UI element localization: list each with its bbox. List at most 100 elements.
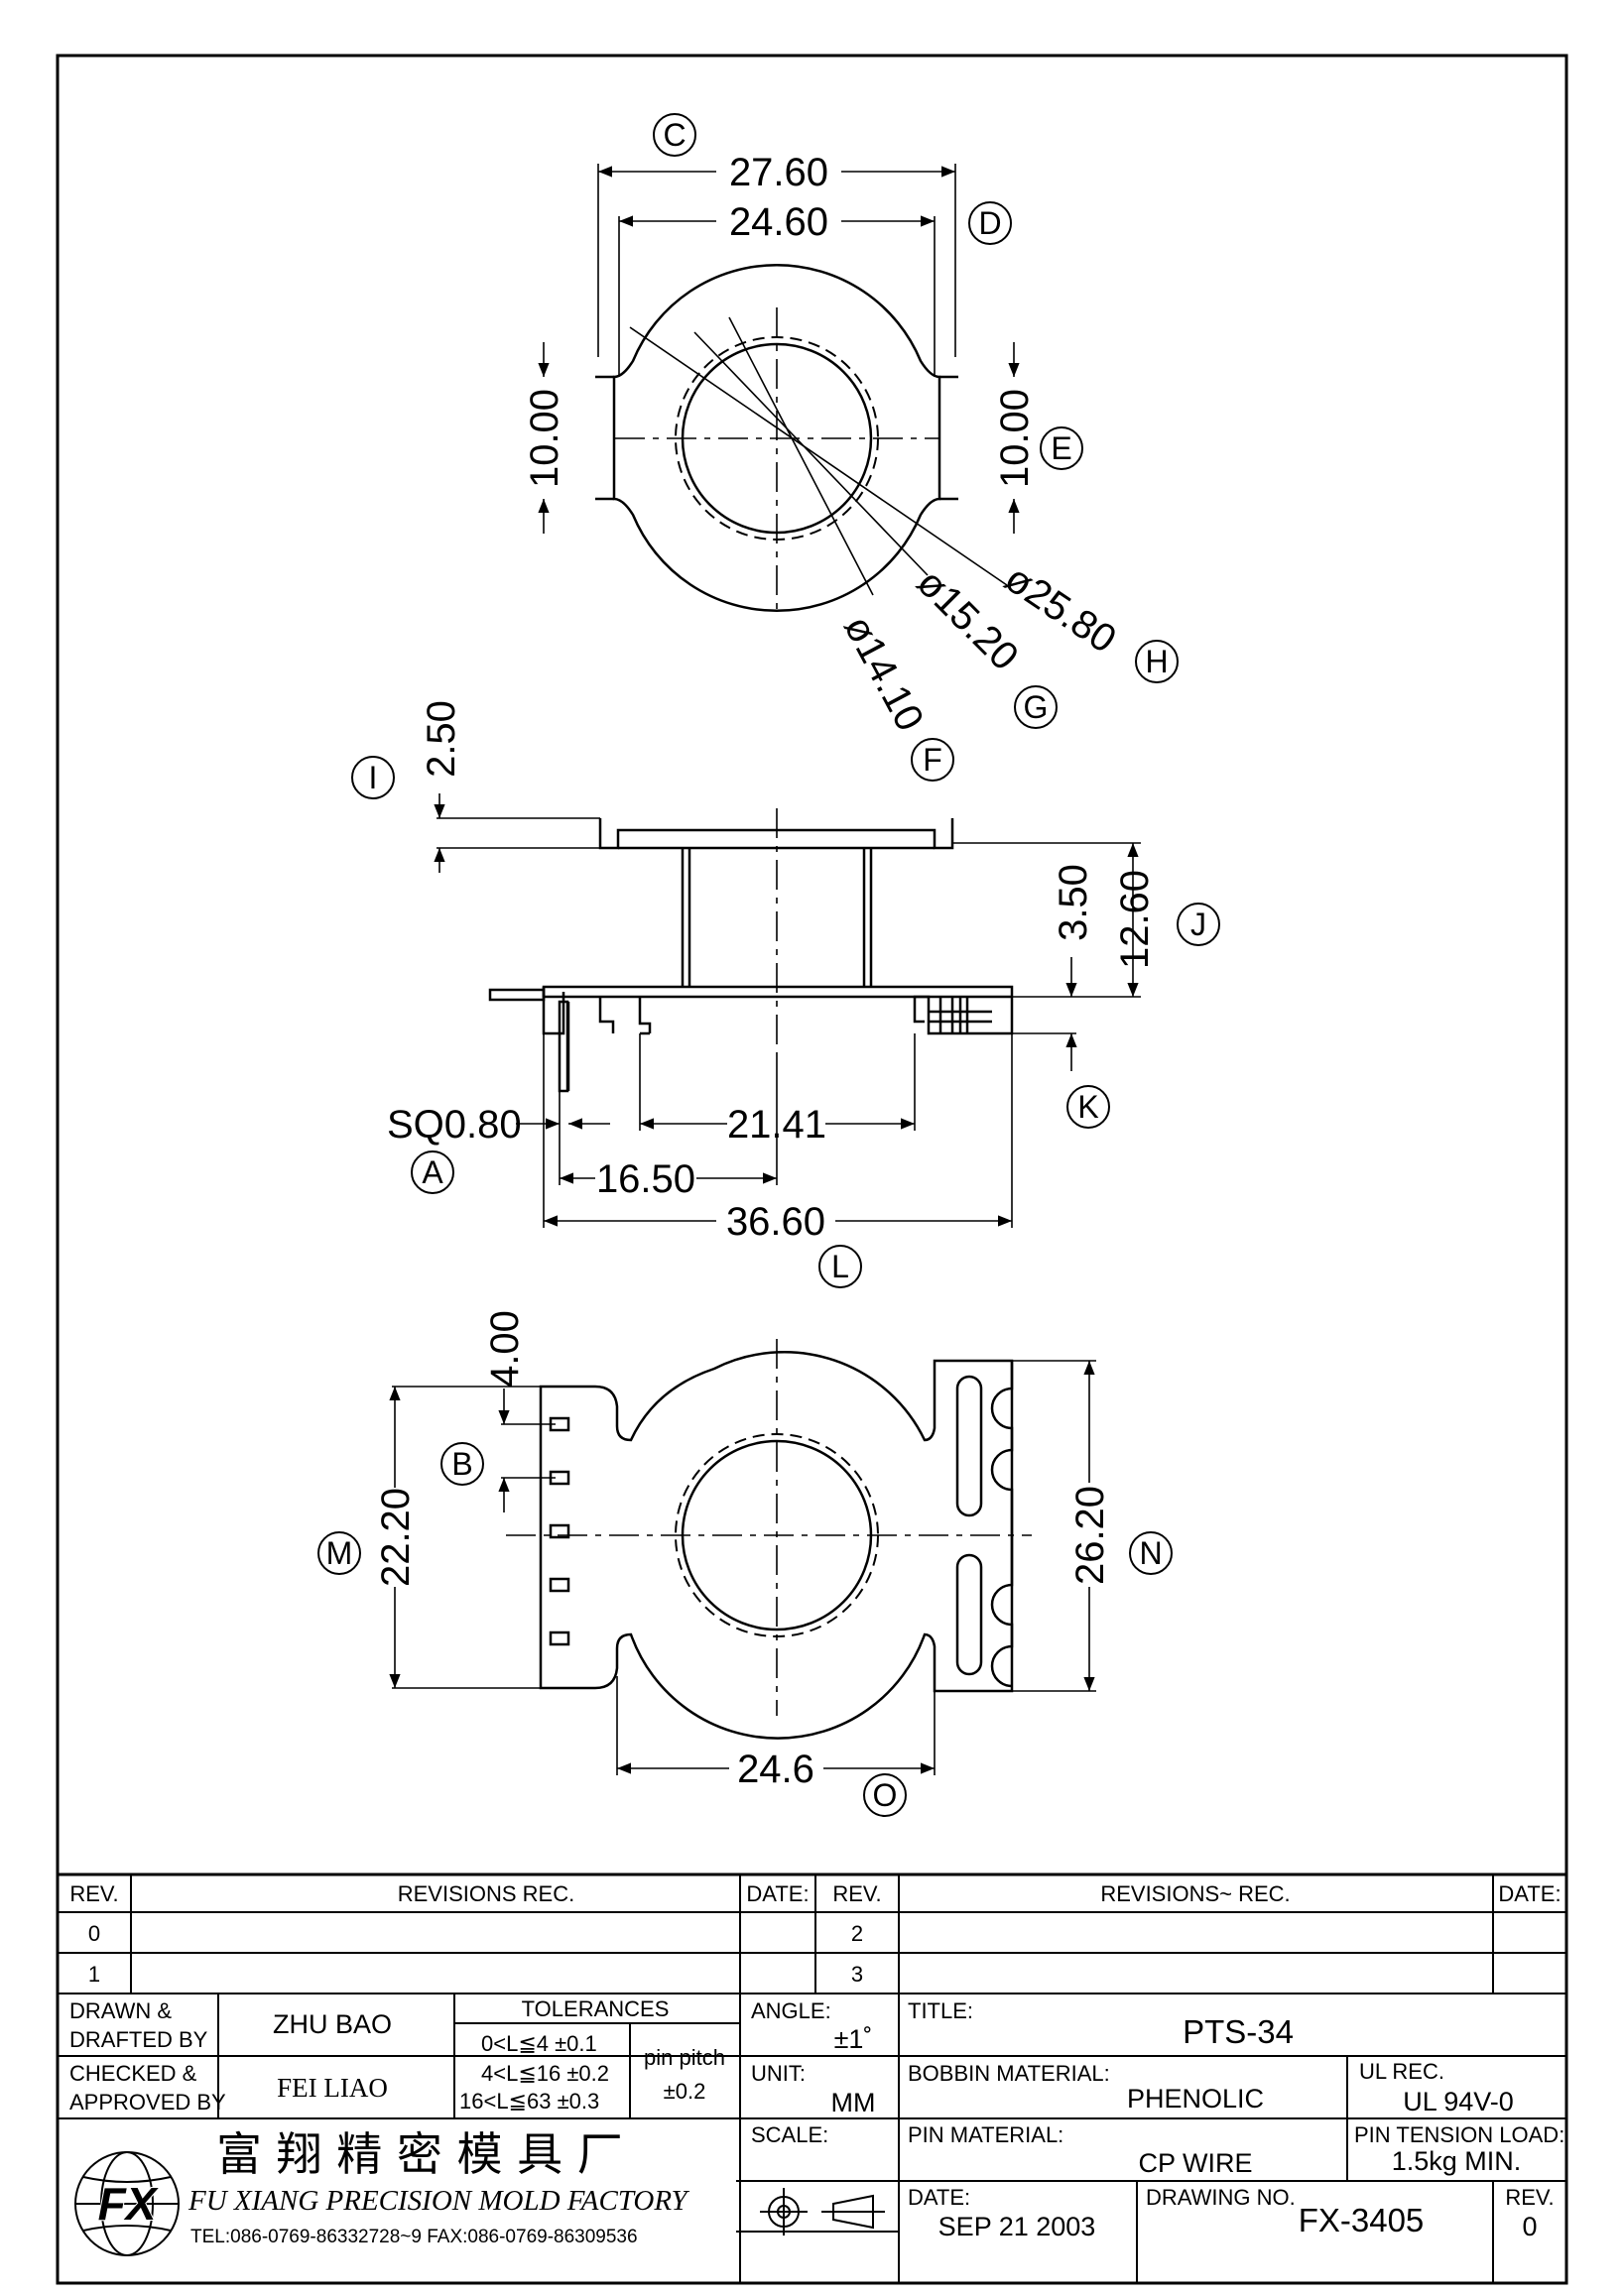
svg-text:I: I xyxy=(369,760,378,795)
side-view xyxy=(434,793,1141,1228)
tb-date-label: DATE: xyxy=(908,2185,970,2210)
dim-12-60: 12.60 xyxy=(1113,870,1157,969)
svg-text:B: B xyxy=(451,1446,472,1482)
tb-rev-value: 0 xyxy=(1522,2212,1537,2241)
callout-j: J xyxy=(1177,903,1220,946)
tb-checked-label-1: CHECKED & xyxy=(69,2061,197,2086)
tb-tol-3: 16<L≦63 ±0.3 xyxy=(459,2089,599,2114)
svg-text:F: F xyxy=(923,742,942,778)
callout-k: K xyxy=(1066,1085,1110,1129)
tb-pin-tension-label: PIN TENSION LOAD: xyxy=(1354,2122,1564,2147)
tb-angle-value: ±1˚ xyxy=(834,2024,873,2054)
callout-a: A xyxy=(411,1150,454,1194)
tb-drawn-by: ZHU BAO xyxy=(273,2009,392,2039)
svg-text:N: N xyxy=(1139,1535,1162,1571)
tb-scale-label: SCALE: xyxy=(751,2122,828,2147)
svg-text:K: K xyxy=(1077,1089,1098,1125)
svg-text:O: O xyxy=(873,1777,898,1813)
svg-text:D: D xyxy=(978,205,1001,241)
tb-rev-3: 3 xyxy=(851,1962,863,1987)
tb-tol-2: 4<L≦16 ±0.2 xyxy=(481,2061,609,2086)
projection-symbol-icon xyxy=(760,2188,885,2236)
callout-m: M xyxy=(317,1531,361,1575)
tb-ul-label: UL REC. xyxy=(1359,2059,1444,2084)
tb-angle-label: ANGLE: xyxy=(751,1998,831,2023)
tb-unit-value: MM xyxy=(831,2088,876,2117)
dim-24-6: 24.6 xyxy=(737,1748,814,1791)
svg-text:M: M xyxy=(326,1535,353,1571)
tb-tol-1: 0<L≦4 ±0.1 xyxy=(481,2031,597,2056)
callout-b: B xyxy=(440,1442,484,1486)
dim-24-60: 24.60 xyxy=(729,200,828,244)
tb-bobbin-material-label: BOBBIN MATERIAL: xyxy=(908,2061,1110,2086)
svg-text:C: C xyxy=(663,117,686,153)
callouts: C D E H G F I J K A L B M N O xyxy=(317,113,1220,1817)
tb-rev-label: REV. xyxy=(1505,2185,1554,2210)
tb-pin-material-value: CP WIRE xyxy=(1138,2148,1252,2178)
svg-text:H: H xyxy=(1145,644,1168,679)
dim-10-00-right: 10.00 xyxy=(993,389,1037,488)
tb-bobbin-material-value: PHENOLIC xyxy=(1127,2084,1264,2114)
tb-title-value: PTS-34 xyxy=(1183,2013,1294,2050)
tb-revisions-left: REVISIONS REC. xyxy=(398,1881,574,1906)
callout-e: E xyxy=(1040,426,1083,470)
company-name-cn: 富 翔 精 密 模 具 厂 xyxy=(216,2127,623,2181)
dim-sq0-80: SQ0.80 xyxy=(387,1103,522,1147)
tb-drawn-label-1: DRAWN & xyxy=(69,1998,172,2023)
svg-text:A: A xyxy=(422,1154,443,1190)
callout-d: D xyxy=(968,201,1012,245)
dim-2-50: 2.50 xyxy=(420,700,463,778)
dim-26-20: 26.20 xyxy=(1068,1486,1112,1585)
svg-text:L: L xyxy=(831,1249,849,1284)
tb-date-value: SEP 21 2003 xyxy=(938,2212,1096,2241)
title-block xyxy=(58,1873,1566,2283)
svg-text:J: J xyxy=(1190,906,1206,942)
top-view xyxy=(538,164,1020,615)
company-logo-text: FX xyxy=(98,2178,159,2230)
callout-l: L xyxy=(818,1245,862,1288)
title-block-text: REV. REVISIONS REC. DATE: REV. REVISIONS… xyxy=(69,1881,1564,2247)
callout-n: N xyxy=(1129,1531,1173,1575)
tb-rev-0: 0 xyxy=(88,1921,100,1946)
callout-c: C xyxy=(653,113,696,157)
tb-revisions-right: REVISIONS~ REC. xyxy=(1100,1881,1290,1906)
svg-text:E: E xyxy=(1051,430,1071,466)
dim-4-00: 4.00 xyxy=(483,1310,527,1388)
tb-unit-label: UNIT: xyxy=(751,2061,806,2086)
tb-rev-header: REV. xyxy=(69,1881,118,1906)
callout-i: I xyxy=(351,756,395,799)
dim-10-00-left: 10.00 xyxy=(523,389,566,488)
tb-pin-material-label: PIN MATERIAL: xyxy=(908,2122,1063,2147)
callout-f: F xyxy=(911,738,954,782)
tb-pin-pitch-tol: ±0.2 xyxy=(664,2079,706,2104)
company-name-en: FU XIANG PRECISION MOLD FACTORY xyxy=(187,2185,690,2217)
tb-checked-by: FEI LIAO xyxy=(277,2073,388,2103)
dim-36-60: 36.60 xyxy=(726,1200,825,1244)
tb-drawn-label-2: DRAFTED BY xyxy=(69,2027,208,2052)
tb-checked-label-2: APPROVED BY xyxy=(69,2090,226,2115)
dim-22-20: 22.20 xyxy=(374,1488,418,1587)
bottom-view xyxy=(389,1339,1096,1775)
bottom-view-labels: 4.00 22.20 26.20 24.6 xyxy=(374,1310,1112,1791)
tb-ul-value: UL 94V-0 xyxy=(1403,2087,1514,2116)
tb-drawing-no-value: FX-3405 xyxy=(1299,2202,1425,2238)
svg-text:G: G xyxy=(1024,689,1049,725)
company-contact: TEL:086-0769-86332728~9 FAX:086-0769-863… xyxy=(190,2227,638,2247)
tb-pin-tension-value: 1.5kg MIN. xyxy=(1392,2146,1522,2176)
dim-16-50: 16.50 xyxy=(596,1157,695,1201)
company-logo-icon: FX xyxy=(74,2151,180,2256)
dim-dia-14-10: ø14.10 xyxy=(835,609,932,739)
tb-date-header-right: DATE: xyxy=(1498,1881,1561,1906)
tb-tolerances-label: TOLERANCES xyxy=(522,1996,670,2021)
tb-rev-header-right: REV. xyxy=(832,1881,881,1906)
dim-27-60: 27.60 xyxy=(729,151,828,194)
tb-date-header-left: DATE: xyxy=(746,1881,809,1906)
callout-o: O xyxy=(863,1773,907,1817)
tb-title-label: TITLE: xyxy=(908,1998,973,2023)
tb-pin-pitch-label: pin pitch xyxy=(644,2045,725,2070)
dim-21-41: 21.41 xyxy=(727,1103,826,1147)
side-view-labels: 2.50 3.50 12.60 SQ0.80 21.41 16.50 36.60 xyxy=(387,700,1157,1244)
sheet-border xyxy=(56,54,1568,2285)
tb-rev-2: 2 xyxy=(851,1921,863,1946)
